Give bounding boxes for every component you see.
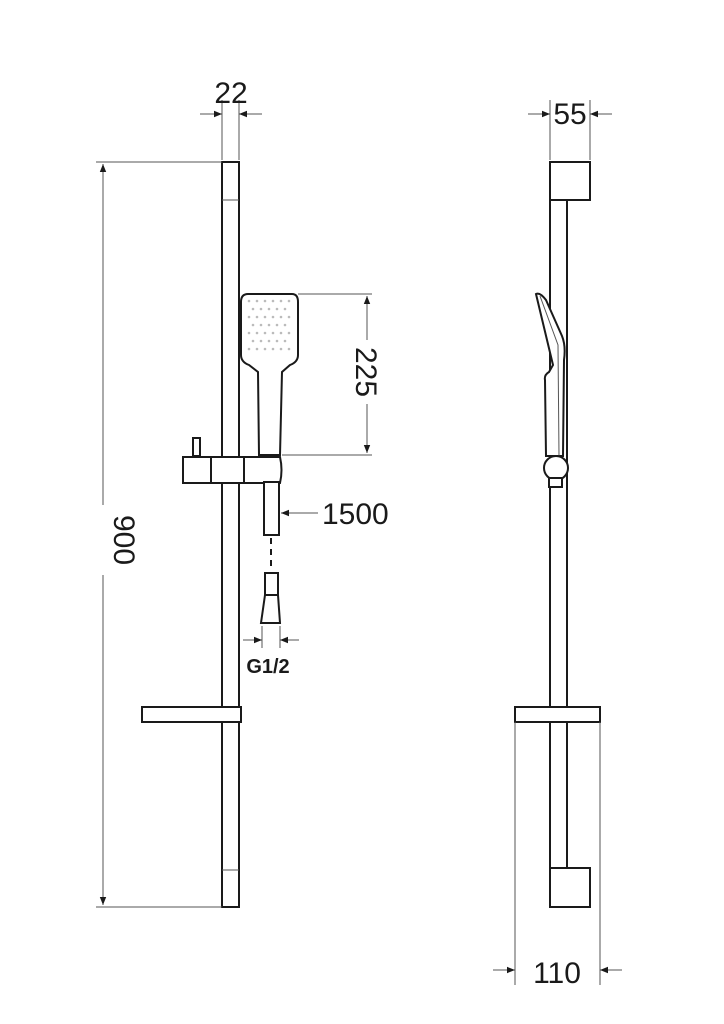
slider-holder [182, 437, 283, 484]
dimension-label: 110 [533, 957, 581, 990]
nozzle-dot [247, 331, 251, 335]
nozzle-dot [247, 299, 251, 303]
nozzle-dot [283, 323, 287, 327]
nozzle-dot [271, 299, 275, 303]
dimension-900: 900 [88, 161, 222, 908]
bottom-bracket [549, 867, 591, 908]
dimension-label: 225 [349, 347, 382, 397]
nozzle-dot [251, 323, 255, 327]
nozzle-dot [283, 307, 287, 311]
nozzle-dot [287, 315, 291, 319]
nozzle-dot [263, 315, 267, 319]
nozzle-dot [279, 315, 283, 319]
nozzle-dot [279, 299, 283, 303]
nozzle-dot [263, 299, 267, 303]
nozzle-dot [255, 347, 259, 351]
nozzle-dot [263, 331, 267, 335]
nozzle-dot [267, 307, 271, 311]
rail [549, 161, 568, 908]
nozzle-dot [287, 299, 291, 303]
nozzle-dot [275, 323, 279, 327]
dimension-label: 55 [553, 98, 586, 131]
dimension-22: 22 [200, 77, 262, 160]
nozzle-dot [259, 307, 263, 311]
nozzle-dot [251, 307, 255, 311]
hose-connector [264, 572, 279, 596]
nozzle-dot [267, 339, 271, 343]
dimension-1500: 1500 [281, 498, 389, 531]
soap-shelf [514, 706, 601, 723]
dimension-label: G1/2 [246, 656, 289, 678]
nozzle-dot [247, 347, 251, 351]
dimension-55: 55 [528, 98, 612, 160]
dimension-110: 110 [493, 722, 622, 990]
nozzle-dot [259, 323, 263, 327]
hand-shower [240, 293, 299, 456]
nozzle-dot [271, 331, 275, 335]
dimension-225: 225 [282, 293, 382, 456]
top-bracket [549, 161, 591, 201]
nozzle-dot [271, 347, 275, 351]
hose [263, 481, 280, 536]
nozzle-dot [251, 339, 255, 343]
nozzle-dot [275, 339, 279, 343]
nozzle-dot [287, 347, 291, 351]
nozzle-dot [275, 307, 279, 311]
nozzle-dot [259, 339, 263, 343]
dimension-label: 1500 [322, 498, 389, 531]
nozzle-dot [271, 315, 275, 319]
nozzle-dot [279, 347, 283, 351]
side-view [514, 161, 601, 908]
nozzle-dot [267, 323, 271, 327]
nozzle-dot [255, 331, 259, 335]
nozzle-dot [255, 299, 259, 303]
dimension-label: 22 [214, 77, 247, 110]
hand-shower-side [534, 292, 569, 488]
nozzle-dot [283, 339, 287, 343]
rail [221, 161, 240, 908]
nozzle-dot [279, 331, 283, 335]
dimension-label: 900 [107, 515, 140, 565]
nozzle-dot [255, 315, 259, 319]
nozzle-dot [287, 331, 291, 335]
nozzle-dot [247, 315, 251, 319]
dimension-g12: G1/2 [243, 626, 299, 678]
soap-shelf [141, 706, 242, 723]
nozzle-dot [263, 347, 267, 351]
front-view [141, 161, 299, 908]
